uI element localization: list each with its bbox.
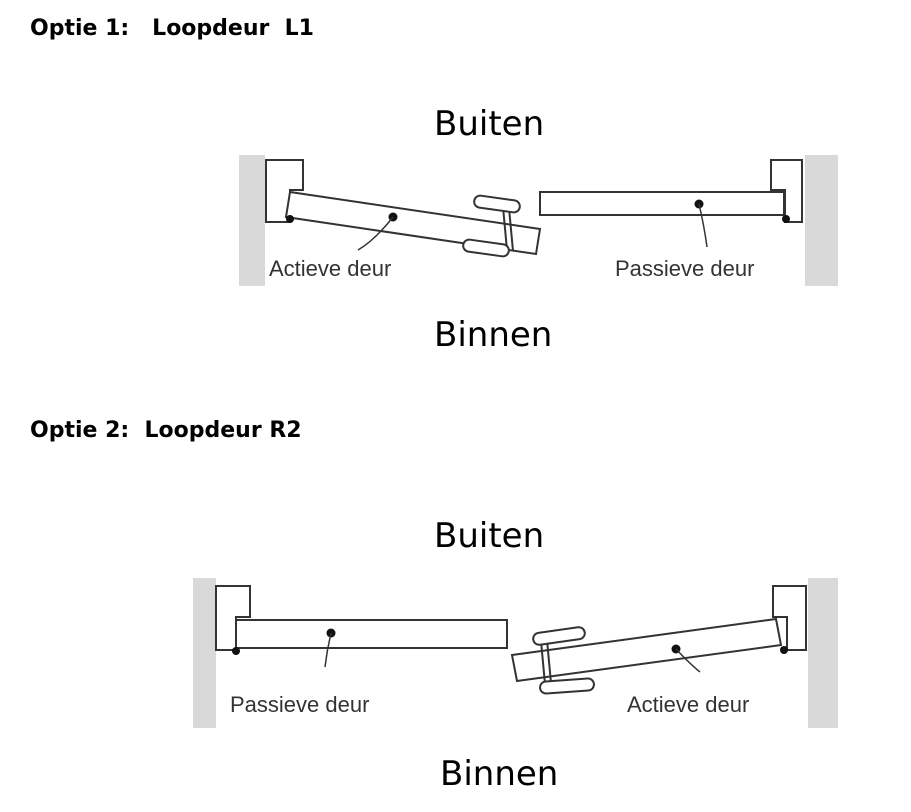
option2-active-label: Actieve deur — [627, 692, 749, 717]
option1-left-wall — [239, 155, 265, 286]
option2-passive-door — [235, 619, 508, 649]
option1-right-wall — [805, 155, 838, 286]
option2-active-door — [510, 617, 783, 683]
option2-hinge-right — [780, 646, 788, 654]
option2-passive-leader — [324, 632, 332, 668]
option1-passive-leader — [698, 203, 708, 248]
option2-left-wall — [193, 578, 216, 728]
option2-right-frame — [772, 585, 807, 651]
option2-left-frame — [215, 585, 251, 651]
option1-active-door — [284, 190, 542, 256]
option1-diagram — [239, 155, 838, 286]
option2-passive-label: Passieve deur — [230, 692, 369, 717]
option2-outside-label: Buiten — [434, 516, 545, 556]
option2-inside-label: Binnen — [440, 754, 559, 794]
option1-door-handle — [462, 194, 521, 258]
option1-hinge-left — [286, 215, 294, 223]
option2-door-handle — [532, 626, 595, 695]
option2-heading: Optie 2: Loopdeur R2 — [30, 418, 302, 443]
option1-right-frame — [770, 159, 803, 223]
option1-outside-label: Buiten — [434, 104, 545, 144]
option2-right-wall — [808, 578, 838, 728]
option1-active-leader — [357, 216, 394, 251]
option1-active-label: Actieve deur — [269, 256, 391, 281]
option1-passive-door — [539, 191, 785, 216]
option1-passive-label: Passieve deur — [615, 256, 754, 281]
option1-heading: Optie 1: Loopdeur L1 — [30, 16, 314, 41]
option2-active-leader — [675, 648, 701, 673]
option2-diagram — [193, 578, 838, 728]
option1-hinge-right — [782, 215, 790, 223]
option1-left-frame — [265, 159, 304, 223]
option1-inside-label: Binnen — [434, 315, 553, 355]
option2-hinge-left — [232, 647, 240, 655]
